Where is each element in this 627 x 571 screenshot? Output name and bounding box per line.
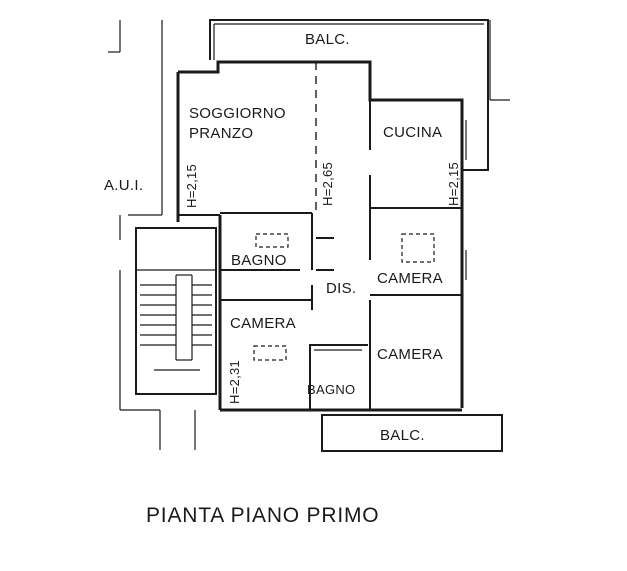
label-soggiorno: SOGGIORNO <box>189 105 286 122</box>
label-height-cucina: H=2,15 <box>446 162 461 206</box>
label-camera-right: CAMERA <box>377 346 443 363</box>
label-camera-center: CAMERA <box>377 270 443 287</box>
label-bagno-top: BAGNO <box>231 252 287 269</box>
apartment-walls <box>176 60 464 412</box>
label-pranzo: PRANZO <box>189 125 253 142</box>
balcony-top <box>209 19 489 171</box>
label-balc-top: BALC. <box>305 31 350 48</box>
label-height-camera: H=2,31 <box>227 360 242 404</box>
label-dis: DIS. <box>326 280 356 297</box>
label-height-soggiorno: H=2,15 <box>184 164 199 208</box>
label-balc-bottom: BALC. <box>380 427 425 444</box>
label-cucina: CUCINA <box>383 124 442 141</box>
balcony-bottom <box>321 414 503 452</box>
context-lines <box>108 20 510 450</box>
interior-partitions <box>220 100 467 410</box>
plan-title: PIANTA PIANO PRIMO <box>146 504 379 527</box>
label-camera-left: CAMERA <box>230 315 296 332</box>
label-bagno-bottom: BAGNO <box>307 382 355 397</box>
fixtures <box>253 233 435 361</box>
label-aui: A.U.I. <box>104 177 143 194</box>
label-height-center: H=2,65 <box>320 162 335 206</box>
stairwell <box>135 227 217 395</box>
